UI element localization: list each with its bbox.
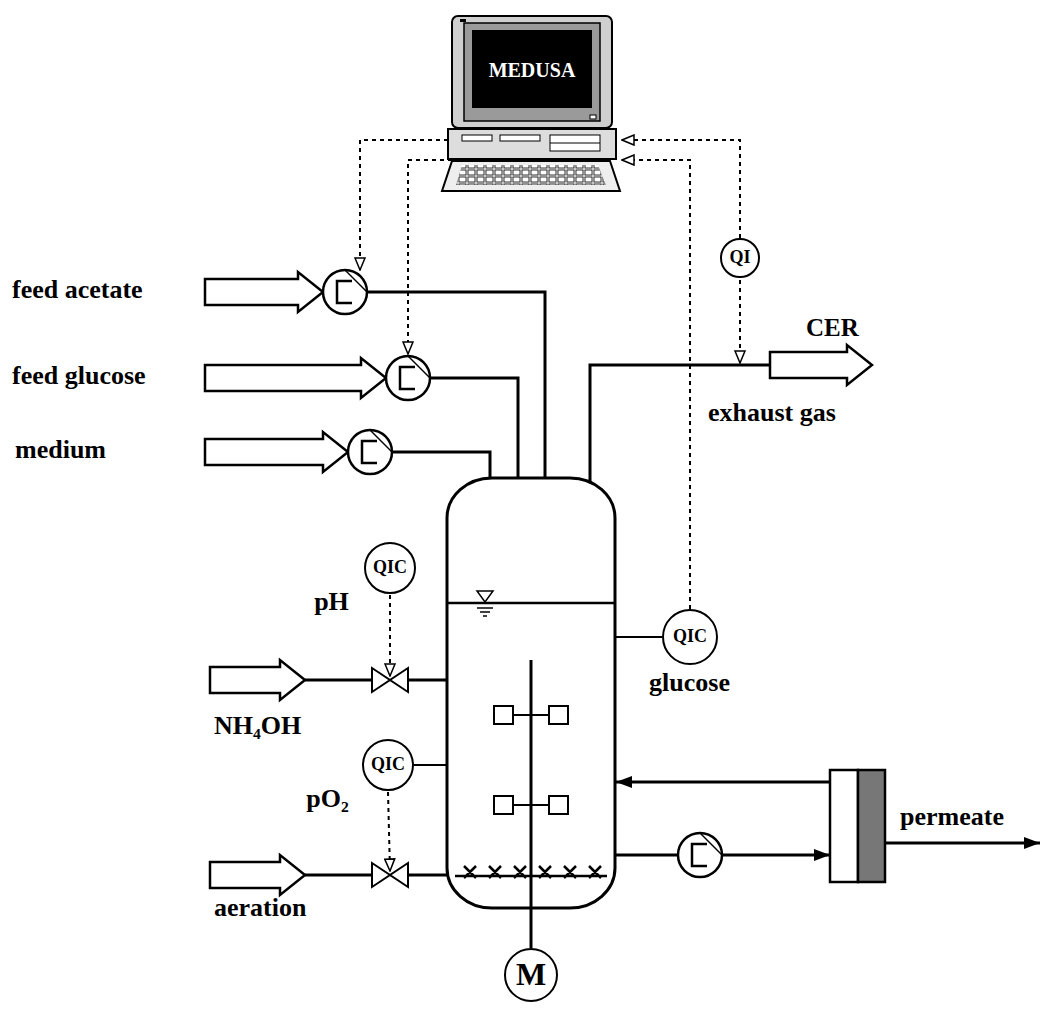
membrane-filter-part xyxy=(858,770,885,882)
membrane-filter xyxy=(830,770,885,882)
stirrer-part xyxy=(513,804,549,806)
instrument-circle: QICglucose xyxy=(662,609,718,665)
stirrer-part xyxy=(494,706,513,724)
process-pipes xyxy=(305,292,1040,875)
valves-part xyxy=(372,668,390,692)
valves-part xyxy=(390,863,408,887)
stream-label: CER xyxy=(806,314,859,342)
process-pipes-part xyxy=(616,781,830,784)
sensor-probes-part xyxy=(615,636,662,638)
stream-label: NH₄OH xyxy=(214,712,301,741)
feed-arrows-part xyxy=(210,660,305,700)
pumps-part xyxy=(323,270,367,314)
process-pipes-part xyxy=(590,365,770,530)
pumps-part xyxy=(337,281,352,303)
pumps-part xyxy=(348,430,392,474)
stream-label: exhaust gas xyxy=(708,399,836,428)
reactor-vessel-part xyxy=(477,607,493,609)
instrument-label: pO₂ xyxy=(306,785,348,814)
computer: MEDUSA xyxy=(440,15,622,193)
reactor-vessel-part xyxy=(477,591,493,602)
stream-label: feed acetate xyxy=(12,276,143,305)
signal-lines-part xyxy=(389,595,391,676)
instrument-circle: QICpO₂ xyxy=(362,739,414,791)
instrument-label: pH xyxy=(314,588,349,617)
pumps-part xyxy=(692,844,707,866)
pumps-part xyxy=(400,367,415,389)
feed-arrows-part xyxy=(205,432,348,472)
feed-arrows-part xyxy=(770,345,872,385)
screen: MEDUSA xyxy=(472,31,592,109)
signal-lines-part xyxy=(739,280,741,363)
pumps-part xyxy=(362,441,377,463)
instrument-circle: QI xyxy=(720,238,760,278)
instrument-tag: M xyxy=(516,957,546,992)
instrument-tag: QI xyxy=(729,248,750,268)
pumps-part xyxy=(370,430,392,452)
screen-text: MEDUSA xyxy=(489,59,576,81)
pumps-part xyxy=(700,833,722,855)
process-pipes-part xyxy=(615,854,678,857)
membrane-filter-part xyxy=(830,770,858,882)
reactor-vessel-part xyxy=(480,611,490,613)
stirrer-part xyxy=(549,706,568,724)
instrument-label: glucose xyxy=(649,669,730,698)
process-pipes-part xyxy=(885,842,1040,845)
instrument-circle: QICpH xyxy=(364,542,416,594)
pumps-part xyxy=(408,356,430,378)
instrument-tag: QIC xyxy=(673,627,707,647)
pumps-part xyxy=(386,356,430,400)
instrument-tag: QIC xyxy=(371,755,405,775)
process-pipes-part xyxy=(305,679,372,682)
process-pipes-part xyxy=(722,854,830,857)
process-pipes-part xyxy=(305,874,372,877)
valves-part xyxy=(372,863,390,887)
signal-connector xyxy=(622,140,740,238)
stirrer-part xyxy=(549,796,568,814)
stream-label: permeate xyxy=(900,803,1004,832)
stirrer-part xyxy=(494,796,513,814)
pumps-part xyxy=(678,833,722,877)
valves-part xyxy=(390,668,408,692)
signal-lines-part xyxy=(388,792,390,871)
feed-arrows-part xyxy=(205,358,386,398)
stirrer xyxy=(494,660,568,948)
signal-connector xyxy=(622,160,690,609)
instrument-tag: QIC xyxy=(373,558,407,578)
pumps-part xyxy=(345,270,367,292)
motor-symbol: M xyxy=(504,948,558,1002)
reactor-vessel-part xyxy=(483,615,487,617)
feed-arrows-part xyxy=(210,855,305,895)
reactor-vessel-part xyxy=(447,602,615,605)
feed-arrows-part xyxy=(205,272,323,312)
stream-label: medium xyxy=(15,436,106,465)
stirrer-part xyxy=(513,714,549,716)
stream-label: aeration xyxy=(214,894,306,923)
stream-label: feed glucose xyxy=(12,362,146,391)
